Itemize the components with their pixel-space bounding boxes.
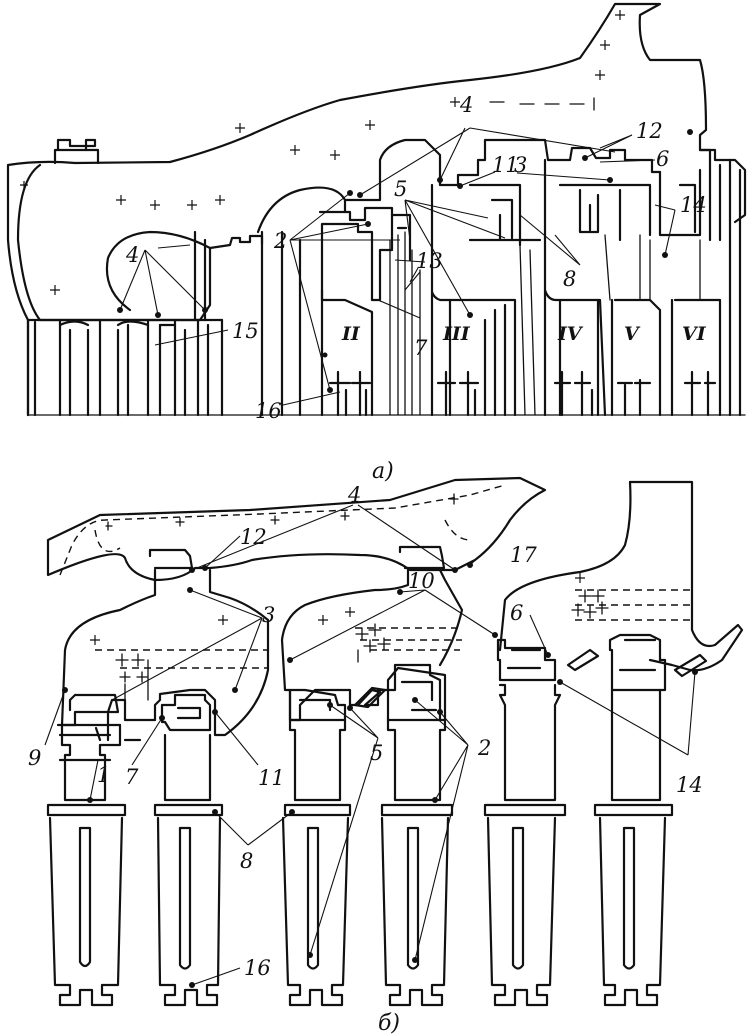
stage-III-block (430, 183, 542, 417)
blade-unit-4 (380, 718, 454, 1007)
blade-units-b (46, 633, 674, 1007)
blade-unit-2 (153, 733, 224, 1007)
carrier-dash-b (59, 484, 506, 576)
stage-IV-VI-blocks (543, 148, 742, 417)
blade-unit-3 (281, 718, 352, 1007)
label-b-4: 4 (347, 483, 361, 507)
labels-b: 4 12 17 3 10 9 1 7 11 8 5 2 6 14 16 (28, 483, 703, 980)
head-block-5 (496, 638, 557, 682)
leaders-a (117, 127, 693, 406)
view-a: II III IV V VI (6, 2, 747, 484)
casing-outline-a (6, 2, 747, 417)
label-b-7: 7 (125, 765, 139, 789)
label-b-14: 14 (676, 773, 703, 797)
view-b: 4 12 17 3 10 9 1 7 11 8 5 2 6 14 16 б) (28, 476, 744, 1035)
caption-a: а) (372, 459, 394, 484)
caption-b: б) (378, 1011, 400, 1035)
label-b-9: 9 (28, 746, 41, 770)
label-a-4-left: 4 (125, 243, 139, 267)
stage-label-VI: VI (682, 323, 707, 345)
label-b-2: 2 (477, 736, 491, 760)
label-a-12: 12 (636, 119, 663, 143)
label-b-6: 6 (510, 601, 523, 625)
label-a-14: 14 (680, 193, 707, 217)
casing-step-a (343, 138, 662, 202)
head-block-4 (386, 666, 447, 722)
label-a-8: 8 (563, 267, 576, 291)
label-b-3: 3 (262, 603, 275, 627)
block-3-b (60, 568, 270, 737)
block-10-b (280, 568, 464, 722)
label-b-8: 8 (240, 849, 253, 873)
label-b-11: 11 (258, 766, 285, 790)
label-a-3: 3 (514, 153, 527, 177)
stage-label-IV: IV (557, 323, 584, 345)
label-a-16: 16 (255, 399, 282, 423)
label-b-10: 10 (408, 569, 435, 593)
label-b-5: 5 (370, 741, 383, 765)
stage-II-block (318, 206, 421, 417)
left-chamber-a (16, 163, 264, 322)
head-block-1 (56, 693, 122, 737)
head-block-6 (608, 633, 667, 692)
plug-a (53, 138, 100, 165)
label-b-12: 12 (240, 525, 267, 549)
label-a-5: 5 (394, 177, 407, 201)
label-b-17: 17 (510, 543, 537, 567)
block-3-inner-b (160, 693, 212, 732)
blade-unit-5 (483, 683, 567, 1007)
label-a-15: 15 (232, 319, 259, 343)
label-a-4-top: 4 (459, 93, 473, 117)
label-b-16: 16 (244, 956, 271, 980)
leaders-b (44, 504, 698, 988)
clamp-left-b (148, 548, 194, 570)
stage-label-III: III (442, 323, 471, 345)
stage-label-V: V (624, 323, 641, 345)
dome-a (256, 186, 347, 417)
block-14-b (628, 480, 744, 672)
label-a-11: 11 (492, 153, 519, 177)
label-a-6: 6 (656, 147, 669, 171)
head-block-3 (288, 688, 347, 722)
stage-label-II: II (341, 323, 361, 345)
top-carrier-b (46, 476, 547, 582)
marks-a (20, 10, 625, 295)
label-a-13: 13 (416, 249, 443, 273)
clamp-right-b (398, 545, 446, 570)
blade-unit-1 (46, 723, 127, 1007)
left-blade-row-a (26, 230, 224, 417)
label-b-1: 1 (97, 763, 110, 787)
blade-unit-6 (593, 688, 674, 1007)
label-a-7: 7 (414, 336, 428, 360)
stage-roman-labels: II III IV V VI (341, 323, 707, 345)
label-a-2: 2 (273, 229, 287, 253)
labels-a: 4 15 2 13 7 16 4 12 11 3 6 5 8 14 (125, 93, 707, 423)
